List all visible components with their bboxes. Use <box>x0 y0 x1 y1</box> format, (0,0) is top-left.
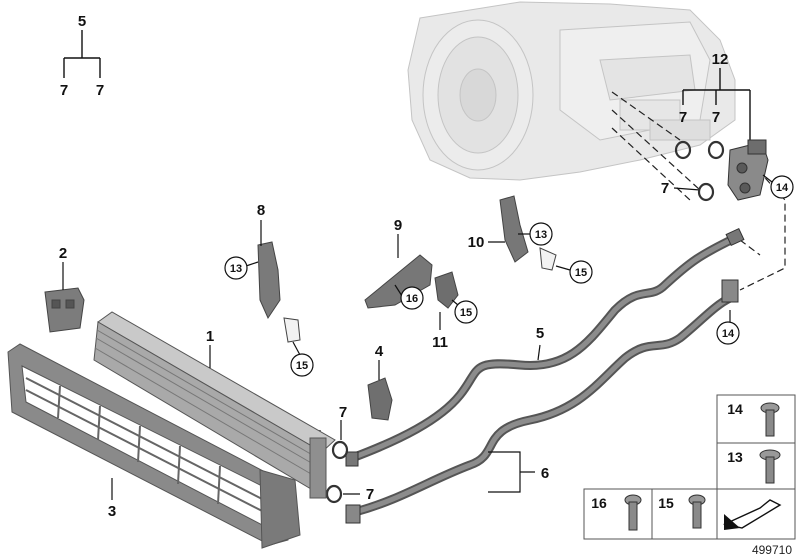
bolt-icons <box>624 402 781 531</box>
circled-13-right: 13 <box>535 229 547 241</box>
bolt-14-icon <box>760 402 780 437</box>
table-label-14: 14 <box>727 401 743 417</box>
callout-5-top: 5 <box>78 13 86 30</box>
direction-arrow-icon <box>722 499 782 530</box>
callout-6: 6 <box>541 465 549 482</box>
circled-14-top: 14 <box>776 182 789 194</box>
callout-9: 9 <box>394 217 402 234</box>
circled-14-lower: 14 <box>722 328 735 340</box>
callout-7-cooler-a: 7 <box>339 404 347 421</box>
callout-7-oring-c: 7 <box>661 180 669 197</box>
bolt-15-icon <box>688 494 706 529</box>
bracket-10 <box>499 195 557 271</box>
callout-3: 3 <box>108 503 116 520</box>
callout-5-lines: 5 <box>536 325 544 342</box>
circled-13-left: 13 <box>230 263 242 275</box>
callout-1: 1 <box>206 328 214 345</box>
table-label-16: 16 <box>591 495 607 511</box>
fastener-table <box>583 394 796 540</box>
callout-2: 2 <box>59 245 67 262</box>
callout-6-bracket <box>488 451 535 493</box>
callout-4: 4 <box>375 343 384 360</box>
cooler-lines <box>347 233 740 517</box>
callout-10: 10 <box>468 234 485 251</box>
circled-15-left: 15 <box>296 360 308 372</box>
circled-15-right: 15 <box>575 267 587 279</box>
circled-16: 16 <box>406 293 418 305</box>
callout-7-top-left: 7 <box>60 82 68 99</box>
bolt-16-icon <box>624 494 642 531</box>
hose-fittings <box>345 227 745 524</box>
table-label-15: 15 <box>658 495 674 511</box>
bracket-2 <box>44 287 85 333</box>
bracket-8 <box>257 241 301 343</box>
callout-7-top-right: 7 <box>96 82 104 99</box>
callout-12: 12 <box>712 51 729 68</box>
callout-7-oring-a: 7 <box>679 109 687 126</box>
bracket-9 <box>364 254 433 309</box>
callout-7-cooler-b: 7 <box>366 486 374 503</box>
reference-number: 499710 <box>752 543 792 557</box>
callout-tree-5 <box>63 30 101 78</box>
bolt-13-icon <box>759 449 781 484</box>
oil-cooler <box>93 311 336 499</box>
o-rings-cooler <box>325 440 349 504</box>
circled-15-middle: 15 <box>460 307 472 319</box>
connector-block <box>727 139 769 201</box>
table-label-13: 13 <box>727 449 743 465</box>
callout-11: 11 <box>432 334 448 351</box>
air-duct-frame <box>7 343 301 549</box>
o-rings-transmission <box>674 140 725 202</box>
callout-8: 8 <box>257 202 265 219</box>
transmission-illustration <box>407 1 736 181</box>
callout-tree-12 <box>682 68 751 148</box>
bracket-4 <box>367 377 393 421</box>
callout-7-oring-b: 7 <box>712 109 720 126</box>
